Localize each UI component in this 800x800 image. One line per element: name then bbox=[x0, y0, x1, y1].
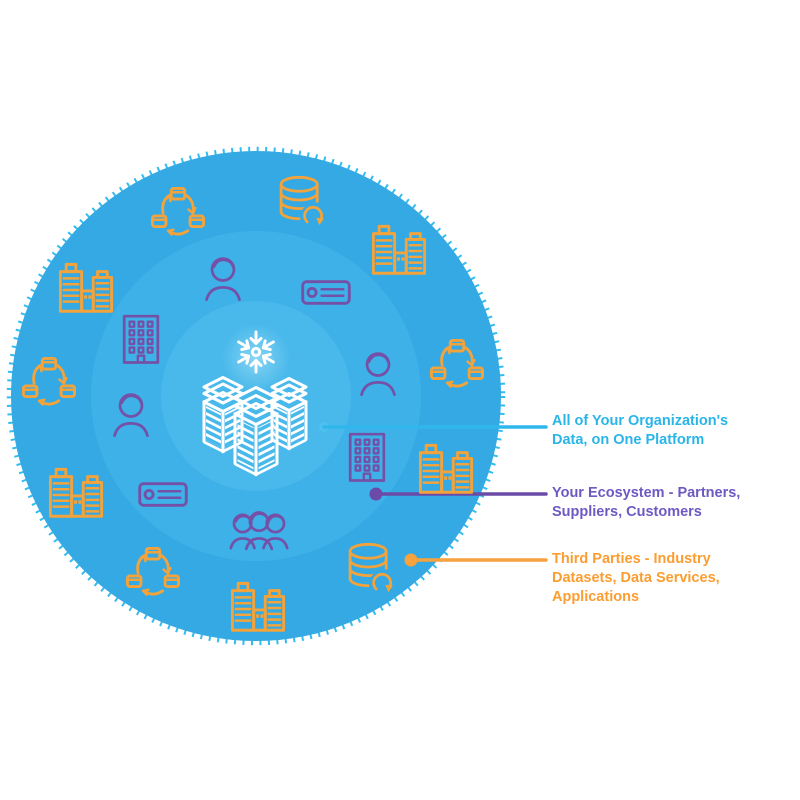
partner-network-icon bbox=[22, 357, 76, 407]
person-icon bbox=[357, 349, 399, 396]
people-group-icon bbox=[229, 508, 289, 552]
server-icon bbox=[301, 280, 351, 305]
city-buildings-icon bbox=[370, 223, 428, 275]
platform-label: All of Your Organization's Data, on One … bbox=[552, 413, 729, 448]
office-building-icon bbox=[347, 431, 387, 484]
ecosystem-leader bbox=[369, 487, 548, 501]
city-buildings-icon bbox=[229, 580, 287, 632]
city-buildings-icon bbox=[47, 466, 105, 518]
platform-leader bbox=[319, 422, 548, 432]
center-art bbox=[202, 330, 308, 477]
city-buildings-icon bbox=[57, 261, 115, 313]
city-buildings-icon bbox=[417, 442, 475, 494]
person-icon bbox=[110, 390, 152, 437]
partner-network-icon bbox=[430, 339, 484, 389]
dashed-circle-edge bbox=[6, 146, 506, 646]
person-icon bbox=[202, 254, 244, 301]
third-parties-label: Third Parties - Industry Datasets, Data … bbox=[552, 551, 720, 605]
partner-network-icon bbox=[126, 547, 180, 597]
server-icon bbox=[138, 482, 188, 507]
database-refresh-icon bbox=[345, 542, 395, 596]
partner-network-icon bbox=[151, 187, 205, 237]
third-parties-leader bbox=[404, 553, 548, 567]
office-building-icon bbox=[121, 313, 161, 366]
organization-towers bbox=[202, 376, 308, 477]
snowflake-logo bbox=[234, 330, 278, 374]
database-refresh-icon bbox=[276, 175, 326, 229]
ecosystem-label: Your Ecosystem - Partners, Suppliers, Cu… bbox=[552, 485, 741, 520]
